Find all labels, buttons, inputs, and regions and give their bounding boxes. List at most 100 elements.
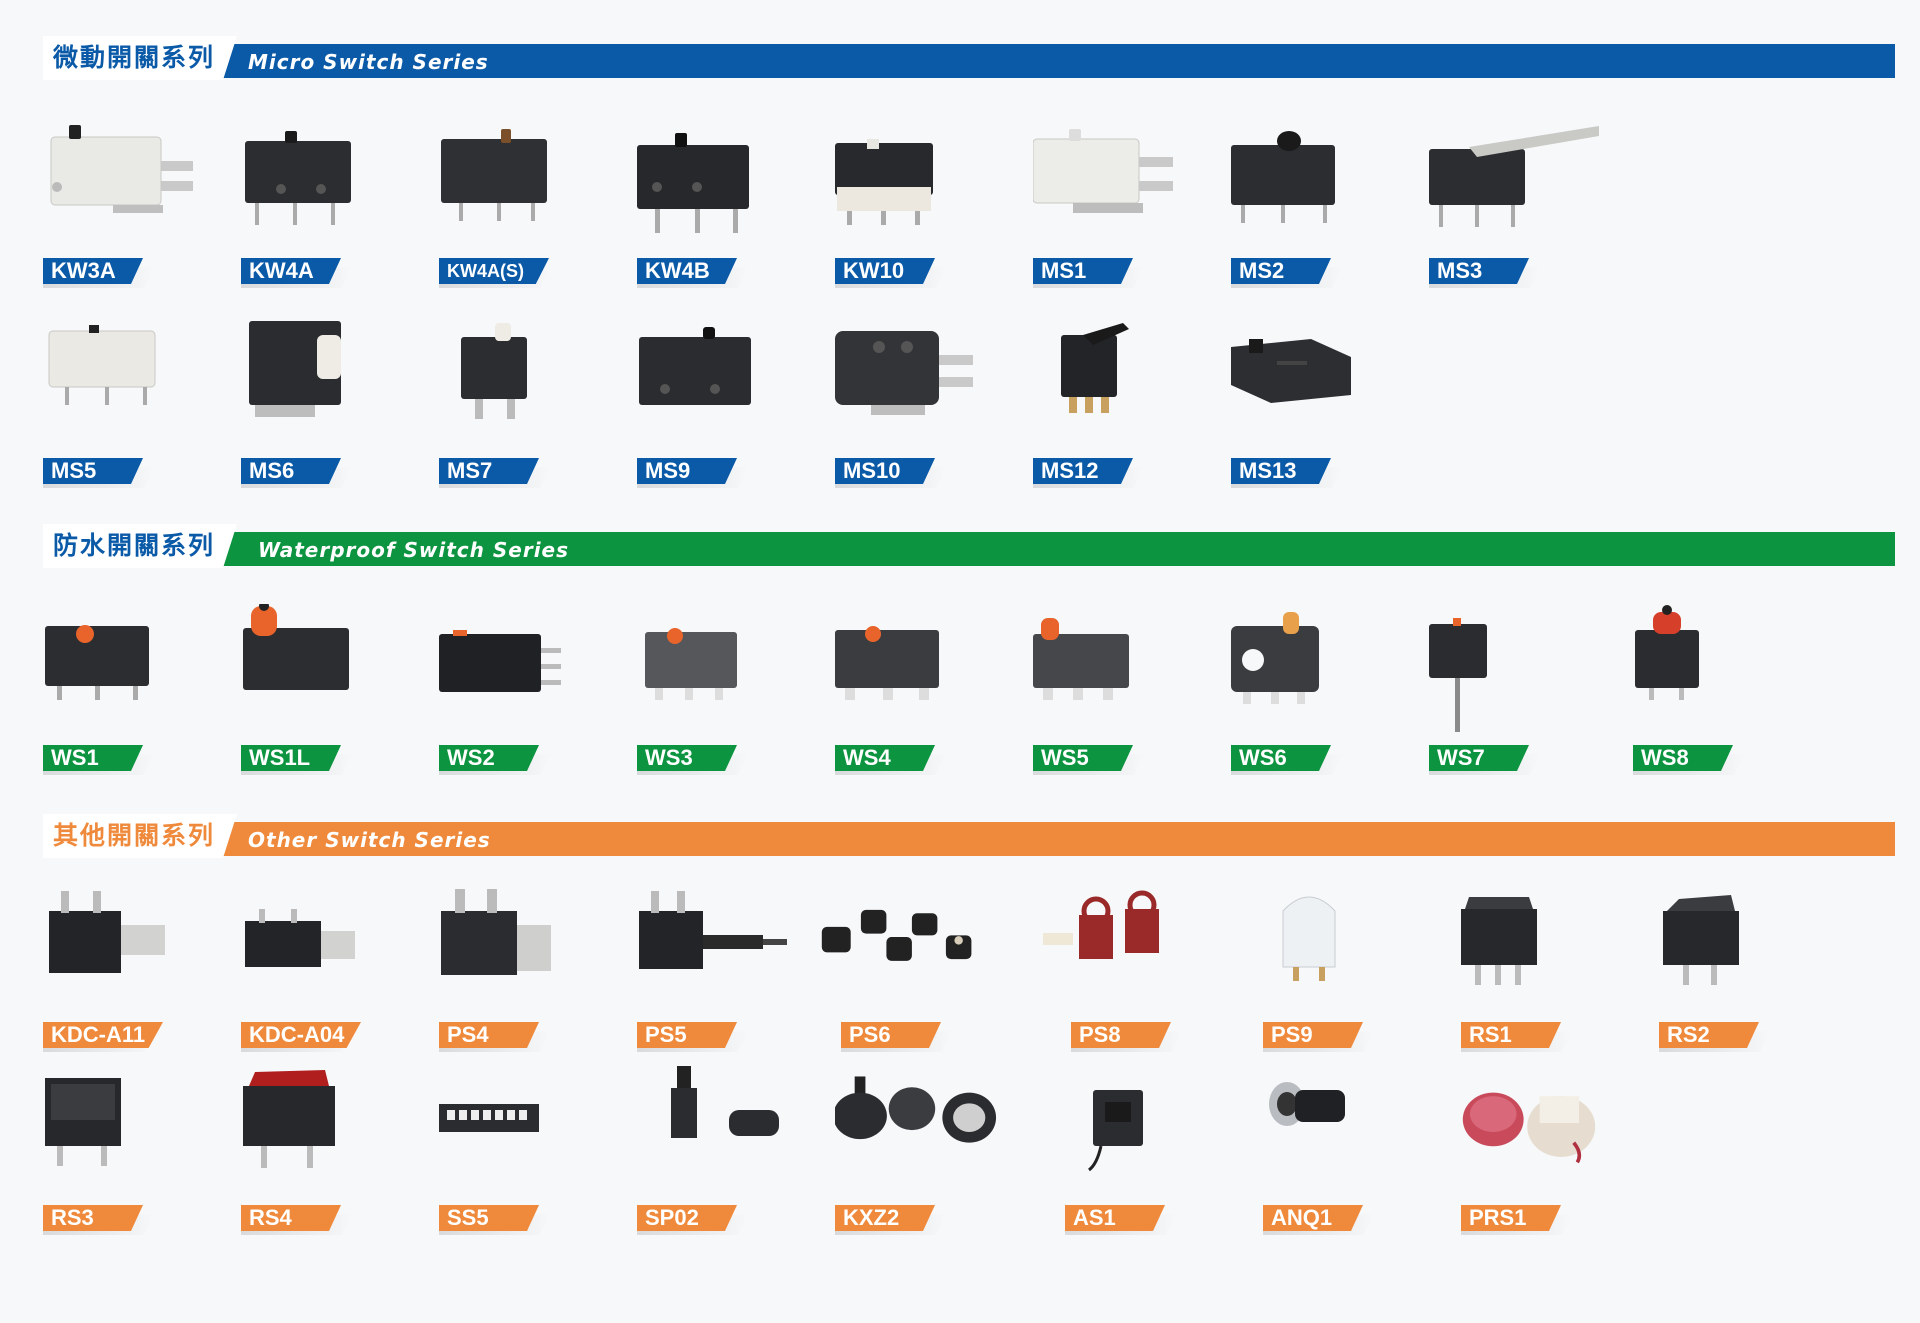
switch-photo <box>645 628 737 700</box>
product-ws3[interactable]: WS3 <box>637 604 817 794</box>
product-label: KW10 <box>835 258 935 284</box>
product-ps8[interactable]: PS8 <box>1035 881 1215 1071</box>
product-ws1[interactable]: WS1 <box>43 604 223 794</box>
micro-section-bar <box>43 44 1895 78</box>
product-label: MS1 <box>1033 258 1133 284</box>
switch-photo <box>639 327 751 405</box>
product-ms13[interactable]: MS13 <box>1231 317 1411 507</box>
product-rs4[interactable]: RS4 <box>241 1064 421 1254</box>
product-rs1[interactable]: RS1 <box>1461 881 1641 1071</box>
product-kw4b[interactable]: KW4B <box>637 117 817 307</box>
switch-photo <box>821 909 972 961</box>
switch-photo <box>1043 890 1159 959</box>
product-label: WS1L <box>241 745 341 771</box>
switch-photo <box>1231 339 1351 403</box>
product-label: RS1 <box>1461 1022 1561 1048</box>
product-label: MS13 <box>1231 458 1331 484</box>
switch-photo <box>637 133 749 233</box>
product-label: PRS1 <box>1461 1205 1561 1231</box>
micro-section-title-en: Micro Switch Series <box>248 50 489 74</box>
switch-photo <box>45 625 149 700</box>
product-label: MS7 <box>439 458 539 484</box>
switch-photo <box>48 325 156 405</box>
product-label: KXZ2 <box>835 1205 935 1231</box>
product-ms10[interactable]: MS10 <box>835 317 1015 507</box>
product-kw3a[interactable]: KW3A <box>43 117 223 307</box>
product-ms6[interactable]: MS6 <box>241 317 421 507</box>
waterproof-section-title-cn: 防水開關系列 <box>43 524 237 568</box>
product-kw4a-s[interactable]: KW4A(S) <box>439 117 619 307</box>
switch-photo <box>461 323 527 419</box>
product-ws6[interactable]: WS6 <box>1231 604 1411 794</box>
product-ps9[interactable]: PS9 <box>1263 881 1443 1071</box>
product-label: WS7 <box>1429 745 1529 771</box>
product-prs1[interactable]: PRS1 <box>1461 1064 1641 1254</box>
switch-photo <box>1269 1082 1345 1126</box>
switch-photo <box>1282 896 1336 981</box>
product-label: MS6 <box>241 458 341 484</box>
switch-photo <box>1033 129 1173 213</box>
product-ps5[interactable]: PS5 <box>637 881 817 1071</box>
other-section-title-cn: 其他開關系列 <box>43 814 237 858</box>
product-ms12[interactable]: MS12 <box>1033 317 1213 507</box>
product-ps4[interactable]: PS4 <box>439 881 619 1071</box>
product-label: KW4A <box>241 258 341 284</box>
product-ws1l[interactable]: WS1L <box>241 604 421 794</box>
product-sp02[interactable]: SP02 <box>637 1064 817 1254</box>
switch-photo <box>441 129 547 221</box>
product-rs2[interactable]: RS2 <box>1659 881 1839 1071</box>
switch-photo <box>1461 897 1537 985</box>
switch-photo <box>1663 895 1739 985</box>
product-rs3[interactable]: RS3 <box>43 1064 223 1254</box>
switch-photo <box>439 1104 539 1132</box>
product-label: MS12 <box>1033 458 1133 484</box>
product-kdc-a04[interactable]: KDC-A04 <box>241 881 421 1071</box>
product-ms2[interactable]: MS2 <box>1231 117 1411 307</box>
other-section-bar <box>43 822 1895 856</box>
product-label: KW4B <box>637 258 737 284</box>
product-label: MS10 <box>835 458 935 484</box>
product-label: WS6 <box>1231 745 1331 771</box>
switch-photo <box>835 331 973 415</box>
product-ws5[interactable]: WS5 <box>1033 604 1213 794</box>
product-label: SS5 <box>439 1205 539 1231</box>
product-ms3[interactable]: MS3 <box>1429 117 1609 307</box>
product-ms9[interactable]: MS9 <box>637 317 817 507</box>
switch-photo <box>49 891 165 973</box>
switch-photo <box>45 1078 121 1166</box>
waterproof-section-title-en: Waterproof Switch Series <box>258 538 570 562</box>
product-label: MS2 <box>1231 258 1331 284</box>
product-ss5[interactable]: SS5 <box>439 1064 619 1254</box>
product-ws2[interactable]: WS2 <box>439 604 619 794</box>
switch-photo <box>441 889 551 975</box>
product-label: WS4 <box>835 745 935 771</box>
product-ms7[interactable]: MS7 <box>439 317 619 507</box>
product-anq1[interactable]: ANQ1 <box>1263 1064 1443 1254</box>
product-kw4a[interactable]: KW4A <box>241 117 421 307</box>
product-kdc-a11[interactable]: KDC-A11 <box>43 881 223 1071</box>
product-label: MS5 <box>43 458 143 484</box>
product-as1[interactable]: AS1 <box>1065 1064 1245 1254</box>
product-ms1[interactable]: MS1 <box>1033 117 1213 307</box>
product-ms5[interactable]: MS5 <box>43 317 223 507</box>
product-kw10[interactable]: KW10 <box>835 117 1015 307</box>
product-ws4[interactable]: WS4 <box>835 604 1015 794</box>
switch-photo <box>1231 131 1335 223</box>
product-label: RS2 <box>1659 1022 1759 1048</box>
product-ws7[interactable]: WS7 <box>1429 604 1609 794</box>
product-label: KW4A(S) <box>439 258 549 284</box>
product-ws8[interactable]: WS8 <box>1633 604 1813 794</box>
switch-photo <box>1429 618 1487 732</box>
switch-photo <box>671 1066 779 1138</box>
switch-photo <box>835 1076 997 1143</box>
switch-photo <box>249 321 341 417</box>
product-kxz2[interactable]: KXZ2 <box>835 1064 1015 1254</box>
product-label: PS4 <box>439 1022 539 1048</box>
product-label: MS9 <box>637 458 737 484</box>
switch-photo <box>639 891 787 969</box>
product-ps6[interactable]: PS6 <box>815 881 995 1071</box>
product-label: WS2 <box>439 745 539 771</box>
switch-photo <box>1088 1090 1143 1172</box>
product-label: ANQ1 <box>1263 1205 1363 1231</box>
product-label: KW3A <box>43 258 143 284</box>
